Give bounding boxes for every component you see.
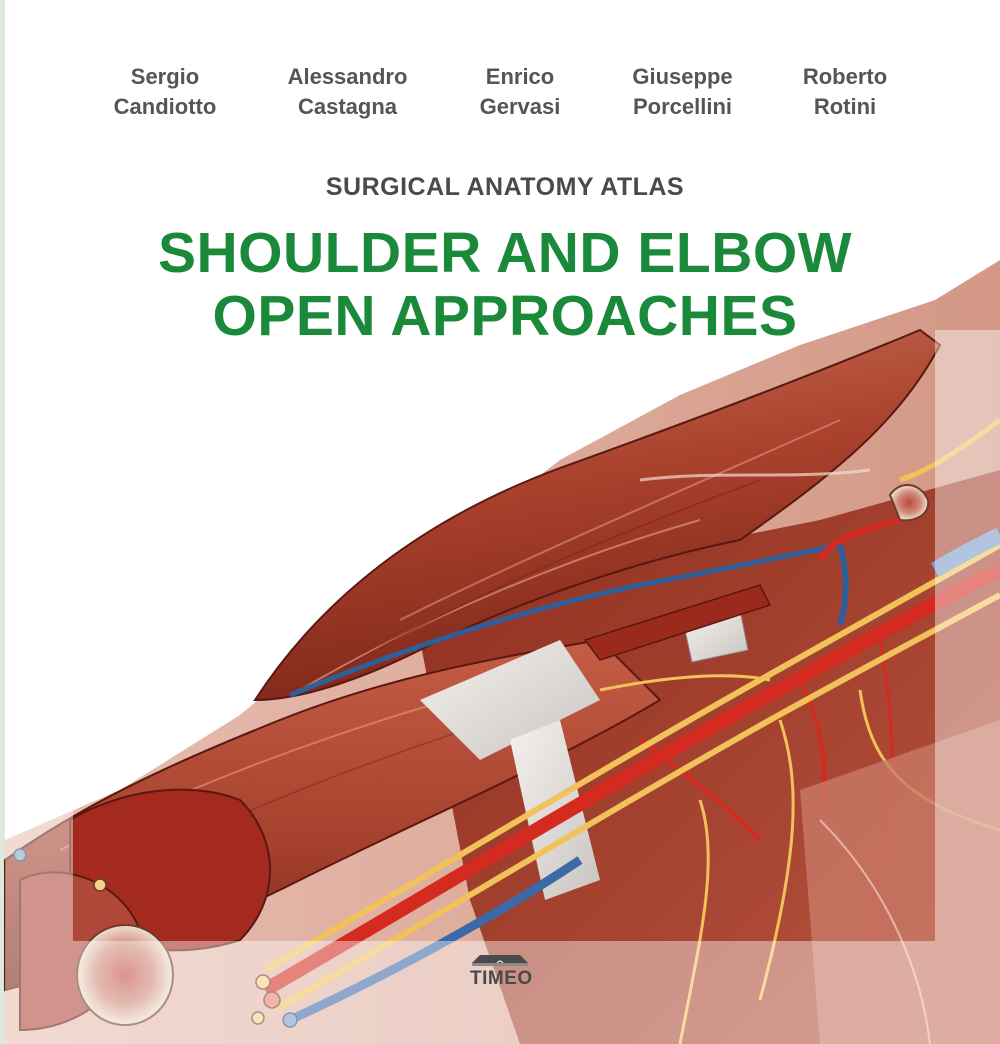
series-title: SURGICAL ANATOMY ATLAS [325,173,685,201]
roof-icon [472,955,528,966]
publisher-logo: TIMEO [470,954,533,989]
author-list: Sergio Candiotto Alessandro Castagna Enr… [100,62,900,122]
author-name: Enrico Gervasi [479,64,561,119]
spine-edge-strip [0,0,5,1044]
frame-overlay-left [5,780,73,941]
author-name: Alessandro Castagna [287,64,408,119]
author-name: Giuseppe Porcellini [632,64,733,119]
frame-overlay-right [935,330,1000,941]
book-title: SHOULDER AND ELBOW OPEN APPROACHES [0,222,1000,348]
author-name: Sergio Candiotto [113,64,217,119]
book-title-line-2: OPEN APPROACHES [212,284,798,348]
author-name: Roberto Rotini [802,64,888,119]
publisher-name: TIMEO [470,968,533,989]
book-title-line-1: SHOULDER AND ELBOW [157,221,853,285]
